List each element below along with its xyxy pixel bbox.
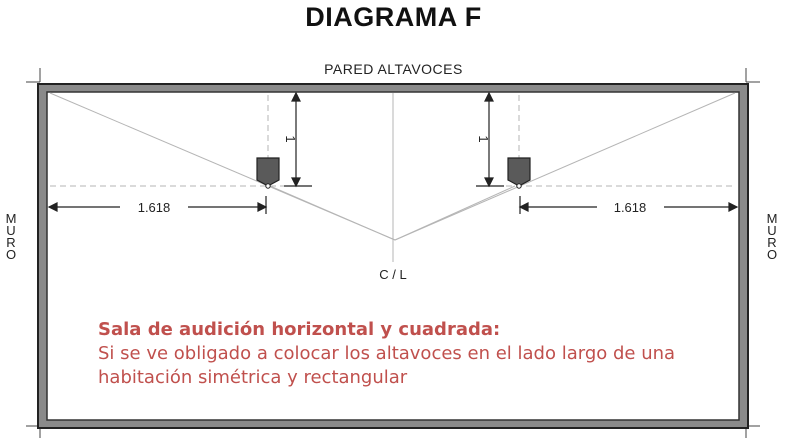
right-speaker-to-center	[394, 185, 516, 241]
right-horizontal-dimension	[518, 196, 739, 214]
speaker-wall-label: PARED ALTAVOCES	[324, 61, 463, 77]
right-speaker-icon	[507, 157, 531, 189]
center-line-label: C / L	[379, 267, 406, 282]
right-vertical-mark: 1	[476, 135, 491, 142]
caption-heading: Sala de audición horizontal y cuadrada:	[98, 319, 501, 340]
left-distance-label: 1.618	[138, 200, 171, 215]
right-vertical-dimension	[476, 91, 504, 188]
right-distance-label: 1.618	[614, 200, 647, 215]
caption-body: Si se ve obligado a colocar los altavoce…	[98, 343, 676, 388]
left-speaker-icon	[256, 157, 280, 189]
caption: Sala de audición horizontal y cuadrada: …	[98, 318, 738, 390]
left-vertical-dimension	[284, 91, 312, 188]
left-speaker-to-center	[269, 185, 396, 241]
left-horizontal-dimension	[47, 196, 268, 214]
diagram-title: DIAGRAMA F	[305, 2, 482, 32]
left-vertical-mark: 1	[283, 135, 298, 142]
guide-lines	[49, 92, 736, 262]
left-wall-label: MURO	[5, 211, 17, 262]
right-wall-label: MURO	[766, 211, 778, 262]
right-diagonal	[394, 92, 736, 241]
